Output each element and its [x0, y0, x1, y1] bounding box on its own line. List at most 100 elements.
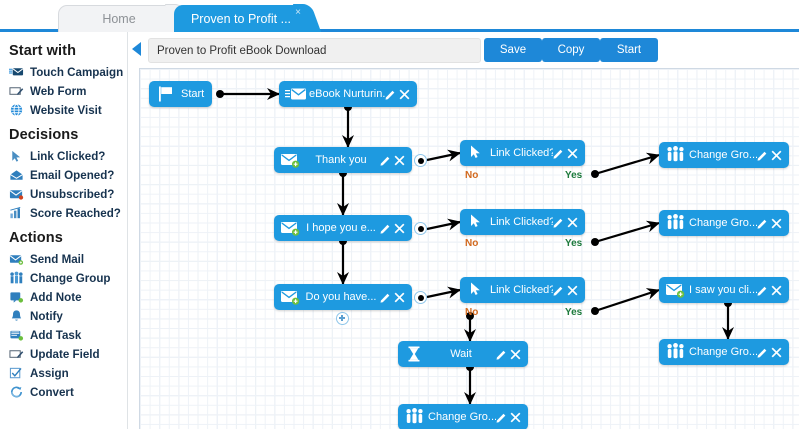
- sidebar-item-unsubscribed[interactable]: Unsubscribed?: [9, 185, 127, 204]
- sidebar-item-web-form[interactable]: Web Form: [9, 82, 127, 101]
- output-port-thank-you[interactable]: [414, 154, 427, 167]
- node-tools: [385, 89, 410, 100]
- sidebar-item-add-note[interactable]: Add Note: [9, 288, 127, 307]
- node-wait[interactable]: Wait: [398, 341, 528, 367]
- sidebar-heading-start-with: Start with: [9, 43, 77, 59]
- pencil-icon[interactable]: [496, 412, 507, 423]
- node-label: Link Clicked?: [490, 284, 553, 296]
- copy-button[interactable]: Copy: [542, 38, 600, 62]
- close-x-icon[interactable]: [771, 150, 782, 161]
- node-thank-you[interactable]: Thank you: [274, 147, 412, 173]
- unsubscribed-icon: [9, 190, 24, 200]
- node-change-group-1[interactable]: Change Gro...: [659, 142, 789, 168]
- node-link-clicked-3[interactable]: Link Clicked?: [460, 277, 585, 303]
- node-do-you-have[interactable]: Do you have...: [274, 284, 412, 310]
- node-i-saw-you-clicked[interactable]: I saw you cli...: [659, 277, 789, 303]
- close-x-icon[interactable]: [567, 148, 578, 159]
- node-label: Change Gro...: [689, 217, 757, 229]
- sidebar-item-label: Link Clicked?: [30, 150, 106, 163]
- node-label: I hope you e...: [306, 222, 376, 234]
- node-label: Wait: [450, 348, 472, 360]
- close-x-icon[interactable]: [394, 155, 405, 166]
- close-icon[interactable]: ×: [295, 7, 301, 18]
- close-x-icon[interactable]: [567, 285, 578, 296]
- group-icon: [406, 408, 423, 424]
- sidebar-item-convert[interactable]: Convert: [9, 383, 127, 402]
- node-label: Start: [181, 88, 205, 100]
- sidebar-item-add-task[interactable]: Add Task: [9, 326, 127, 345]
- node-tools: [553, 148, 578, 159]
- pencil-icon[interactable]: [380, 155, 391, 166]
- sidebar-item-label: Add Task: [30, 329, 82, 342]
- pencil-icon[interactable]: [496, 349, 507, 360]
- node-change-group-4[interactable]: Change Gro...: [398, 404, 528, 429]
- pencil-icon[interactable]: [553, 217, 564, 228]
- node-tools: [757, 218, 782, 229]
- assign-icon: [9, 367, 22, 379]
- pencil-icon[interactable]: [385, 89, 396, 100]
- group-icon: [667, 343, 684, 359]
- close-x-icon[interactable]: [771, 218, 782, 229]
- node-tools: [553, 217, 578, 228]
- pencil-icon[interactable]: [380, 292, 391, 303]
- sidebar-item-assign[interactable]: Assign: [9, 364, 127, 383]
- branch-label-yes-1: Yes: [565, 170, 583, 181]
- close-x-icon[interactable]: [394, 223, 405, 234]
- pencil-icon[interactable]: [757, 347, 768, 358]
- save-button[interactable]: Save: [484, 38, 542, 62]
- node-start[interactable]: Start: [149, 81, 212, 107]
- sidebar-item-notify[interactable]: Notify: [9, 307, 127, 326]
- output-port-do-you-have[interactable]: [414, 291, 427, 304]
- node-link-clicked-2[interactable]: Link Clicked?: [460, 209, 585, 235]
- tab-home[interactable]: Home: [58, 4, 194, 32]
- sidebar-item-website-visit[interactable]: Website Visit: [9, 101, 127, 120]
- sidebar-item-label: Update Field: [30, 348, 100, 361]
- pencil-icon[interactable]: [553, 285, 564, 296]
- pencil-icon[interactable]: [757, 150, 768, 161]
- node-label: I saw you cli...: [689, 284, 757, 296]
- node-change-group-3[interactable]: Change Gro...: [659, 339, 789, 365]
- tab-proven-to-profit[interactable]: Proven to Profit ... ×: [174, 4, 322, 32]
- cursor-white-icon: [471, 282, 480, 295]
- node-label: Link Clicked?: [490, 147, 553, 159]
- workflow-canvas[interactable]: Start eBook Nurturin... Thank you: [139, 68, 799, 429]
- node-ebook-nurturing[interactable]: eBook Nurturin...: [279, 81, 417, 107]
- add-note-icon: [10, 292, 24, 303]
- sidebar-item-label: Add Note: [30, 291, 82, 304]
- close-x-icon[interactable]: [771, 285, 782, 296]
- sidebar-item-update-field[interactable]: Update Field: [9, 345, 127, 364]
- send-mail-icon: [285, 88, 306, 100]
- node-change-group-2[interactable]: Change Gro...: [659, 210, 789, 236]
- start-button[interactable]: Start: [600, 38, 658, 62]
- node-link-clicked-1[interactable]: Link Clicked?: [460, 140, 585, 166]
- add-step-button[interactable]: [336, 312, 349, 325]
- sidebar-item-send-mail[interactable]: Send Mail: [9, 250, 127, 269]
- mail-plus-icon: [281, 222, 300, 236]
- pencil-icon[interactable]: [553, 148, 564, 159]
- close-x-icon[interactable]: [771, 347, 782, 358]
- sidebar-item-touch-campaign[interactable]: Touch Campaign: [9, 63, 127, 82]
- send-mail-icon: [9, 255, 24, 265]
- close-x-icon[interactable]: [510, 349, 521, 360]
- caret-left-icon[interactable]: [132, 42, 141, 56]
- pencil-icon[interactable]: [380, 223, 391, 234]
- close-x-icon[interactable]: [510, 412, 521, 423]
- update-field-icon: [9, 350, 24, 358]
- sidebar-item-link-clicked[interactable]: Link Clicked?: [9, 147, 127, 166]
- sidebar-item-change-group[interactable]: Change Group: [9, 269, 127, 288]
- node-i-hope-you[interactable]: I hope you e...: [274, 215, 412, 241]
- close-x-icon[interactable]: [399, 89, 410, 100]
- output-port-i-hope-you[interactable]: [414, 222, 427, 235]
- branch-label-yes-3: Yes: [565, 307, 583, 318]
- pencil-icon[interactable]: [757, 218, 768, 229]
- close-x-icon[interactable]: [394, 292, 405, 303]
- node-label: Link Clicked?: [490, 216, 553, 228]
- mail-plus-icon: [666, 284, 685, 298]
- campaign-title-input[interactable]: [148, 38, 481, 63]
- pencil-icon[interactable]: [757, 285, 768, 296]
- sidebar-item-score-reached[interactable]: Score Reached?: [9, 204, 127, 223]
- close-x-icon[interactable]: [567, 217, 578, 228]
- sidebar-item-email-opened[interactable]: Email Opened?: [9, 166, 127, 185]
- cursor-white-icon: [471, 145, 480, 158]
- sidebar-item-label: Unsubscribed?: [30, 188, 115, 201]
